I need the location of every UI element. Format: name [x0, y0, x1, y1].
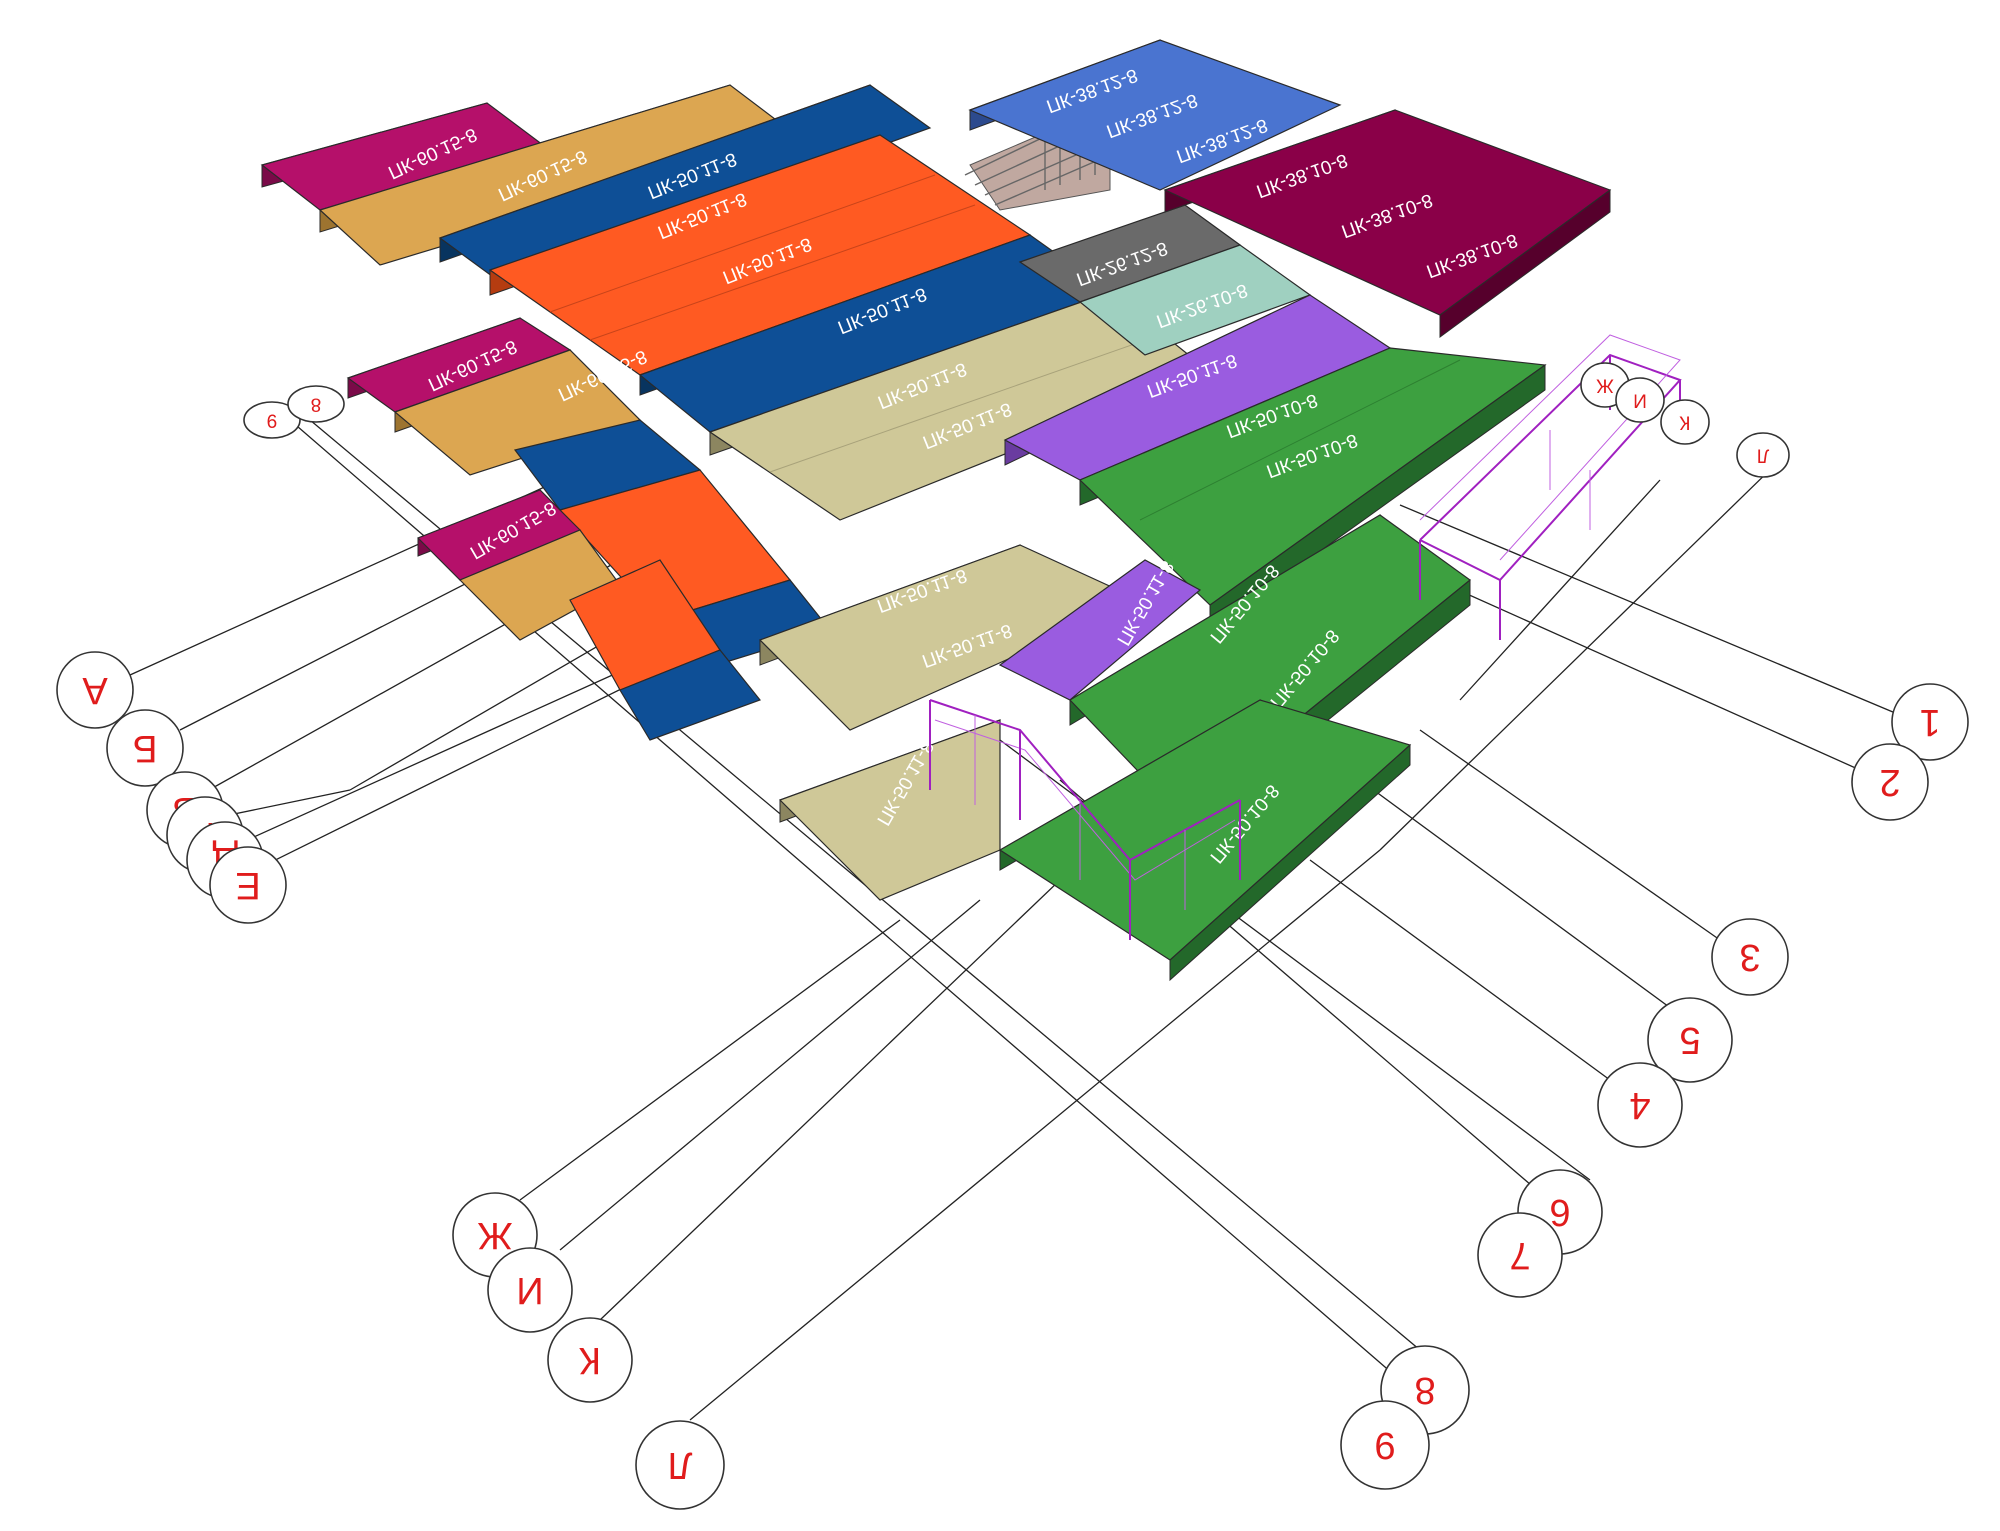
axis-bubble-1: 1: [1891, 683, 1969, 761]
axis-bubble-5: 5: [1647, 997, 1733, 1083]
axis-label: И: [516, 1269, 543, 1311]
axis-label: 9: [1374, 1424, 1395, 1466]
axis-label: 6: [1549, 1191, 1570, 1233]
axis-label: 7: [1509, 1234, 1530, 1276]
axis-bubble-K-small: К: [1660, 399, 1710, 445]
axis-bubble-I: И: [487, 1247, 573, 1333]
axis-bubble-2: 2: [1851, 743, 1929, 821]
axis-label: К: [1679, 412, 1690, 433]
axis-label: И: [1633, 390, 1647, 411]
axis-label: Ж: [1596, 375, 1614, 396]
axis-bubble-7: 7: [1477, 1212, 1563, 1298]
axis-label: Л: [668, 1444, 693, 1486]
axis-label: Ж: [477, 1214, 512, 1256]
axis-label: 4: [1629, 1084, 1650, 1126]
axis-label: Л: [1757, 445, 1769, 466]
balcony-railing-front: [929, 699, 1241, 940]
slab-low-tan: [458, 529, 761, 741]
slab-top-orange: ПК-50.11-8 ПК-50.11-8: [488, 134, 1032, 376]
axis-bubble-9: 9: [1340, 1400, 1430, 1490]
slab-top-beige: ПК-50.11-8 ПК-50.11-8: [708, 291, 1212, 521]
axis-bubble-K: К: [547, 1317, 633, 1403]
axis-bubble-E: Е: [209, 846, 287, 924]
axis-label: Е: [235, 864, 260, 906]
axis-bubble-L: Л: [635, 1420, 725, 1510]
axis-bubble-3: 3: [1711, 918, 1789, 996]
slab-top-green: ПК-50.10-8 ПК-50.10-8: [1078, 347, 1547, 631]
slab-top-gray: ПК-26.12-8: [1018, 204, 1242, 303]
axis-bubble-A: А: [56, 651, 134, 729]
axis-label: 5: [1679, 1019, 1700, 1061]
axis-bubble-9-small: 9: [243, 401, 301, 439]
axis-label: 8: [311, 394, 322, 415]
slab-top-tan: ПК-60.15-8: [318, 84, 802, 266]
slab-top-mint: ПК-26.10-8: [1078, 244, 1312, 356]
axis-label: Б: [133, 727, 158, 769]
axis-bubble-I-small: И: [1615, 377, 1665, 423]
axis-bubble-4: 4: [1597, 1062, 1683, 1148]
axis-label: А: [82, 669, 108, 711]
axis-label: 9: [267, 410, 278, 431]
axis-label: 3: [1739, 936, 1760, 978]
axis-bubble-8-small: 8: [287, 385, 345, 423]
axis-bubble-L-small: Л: [1736, 432, 1790, 478]
axis-bubble-B: Б: [106, 709, 184, 787]
axis-label: 1: [1919, 701, 1940, 743]
axis-label: К: [579, 1339, 601, 1381]
axis-label: 8: [1414, 1369, 1435, 1411]
slab-low-beige: ПК-50.11-8: [778, 719, 1001, 901]
slab-low-green: ПК-50.10-8: [998, 699, 1412, 982]
slab-top-maroon: ПК-38.10-8 ПК-38.10-8 ПК-38.10-8: [1163, 109, 1612, 338]
axis-label: 2: [1879, 761, 1900, 803]
